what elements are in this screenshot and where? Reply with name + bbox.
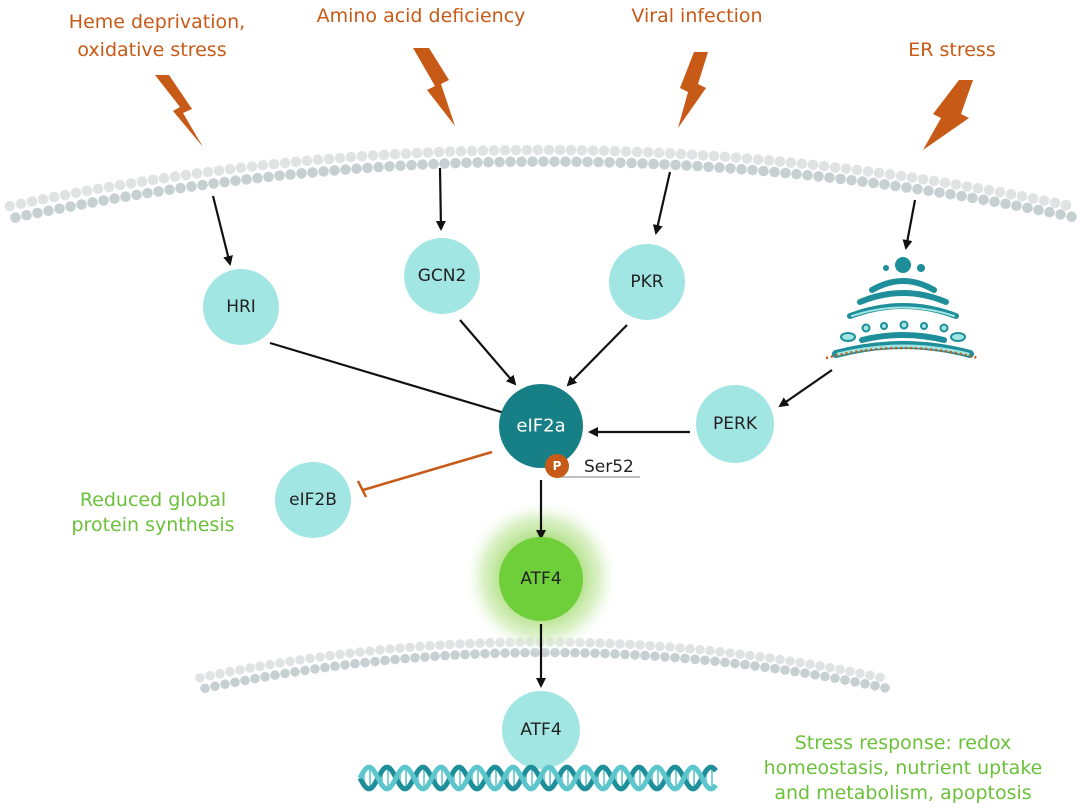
node-eif2a: eIF2a	[499, 384, 583, 468]
lightning-icon-viral	[678, 52, 708, 128]
lightning-icon-heme	[155, 75, 203, 147]
stressor-amino: Amino acid deficiency	[317, 5, 526, 27]
arrow-er-to-golgi	[902, 199, 917, 250]
lightning-icon-er	[923, 80, 973, 150]
dna-helix-icon	[357, 764, 718, 792]
pkr-label: PKR	[630, 272, 663, 292]
reduced-synthesis-line2: protein synthesis	[71, 514, 234, 536]
atf4-cytoplasm-label: ATF4	[520, 569, 561, 589]
hri-label: HRI	[226, 297, 256, 317]
arrow-amino-to-gcn2	[435, 167, 446, 231]
outcome-line2: homeostasis, nutrient uptake	[764, 757, 1043, 779]
arrow-pkr-to-eif2a	[566, 324, 628, 387]
phospho-badge-label: P	[553, 459, 562, 473]
arrow-gcn2-to-eif2a	[459, 319, 517, 386]
cell-membrane	[4, 144, 1077, 223]
eif2a-label: eIF2a	[516, 416, 565, 437]
reduced-synthesis-line1: Reduced global	[80, 489, 226, 511]
node-pkr: PKR	[609, 244, 685, 320]
arrow-hri-to-eif2a	[269, 341, 513, 418]
gcn2-label: GCN2	[418, 266, 467, 286]
arrow-viral-to-pkr	[652, 171, 672, 235]
er-golgi-icon	[825, 257, 979, 360]
atf4-nucleus-label: ATF4	[520, 720, 561, 740]
phospho-badge: P	[545, 454, 569, 478]
node-atf4-nucleus: ATF4	[502, 691, 580, 769]
arrow-golgi-to-perk	[778, 369, 833, 408]
inhibit-bar	[356, 480, 368, 498]
outcome-line3: and metabolism, apoptosis	[774, 782, 1031, 804]
ser52-label: Ser52	[584, 457, 634, 477]
perk-label: PERK	[713, 414, 758, 434]
node-perk: PERK	[696, 385, 774, 463]
stressor-er: ER stress	[908, 39, 995, 61]
stressor-heme-line1: Heme deprivation,	[69, 11, 245, 33]
eif2b-label: eIF2B	[289, 490, 337, 510]
lightning-icon-amino	[413, 48, 455, 126]
node-gcn2: GCN2	[404, 238, 480, 314]
arrow-heme-to-hri	[211, 195, 233, 266]
outcome-line1: Stress response: redox	[795, 732, 1012, 754]
stressor-heme-line2: oxidative stress	[77, 39, 226, 61]
stressor-viral: Viral infection	[631, 5, 762, 27]
inhibit-eif2a-eif2b	[362, 450, 493, 492]
node-hri: HRI	[203, 269, 279, 345]
node-atf4-cytoplasm: ATF4	[499, 537, 583, 621]
node-eif2b: eIF2B	[275, 462, 351, 538]
